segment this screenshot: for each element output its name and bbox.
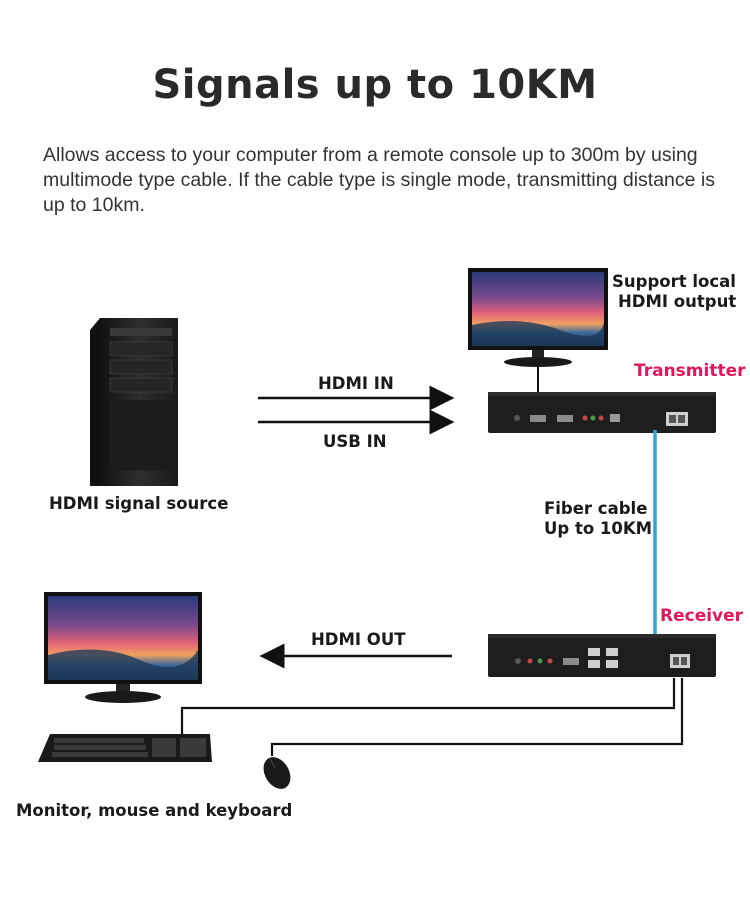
mouse-cable: [270, 678, 684, 756]
hdmi-in-label: HDMI IN: [318, 374, 394, 393]
keyboard-icon: [38, 734, 212, 762]
fiber-cable-label: Fiber cable Up to 10KM: [544, 499, 653, 538]
keyboard-cable: [180, 678, 676, 734]
mouse-icon: [263, 757, 291, 789]
receiver-label: Receiver: [660, 606, 744, 626]
support-local-label: Support local HDMI output: [612, 272, 737, 311]
page-title: Signals up to 10KM: [152, 62, 598, 108]
computer-tower-icon: [90, 318, 178, 486]
usb-in-label: USB IN: [323, 432, 387, 451]
transmitter-box-icon: [488, 392, 716, 433]
fiber-port-icon: [666, 412, 688, 426]
transmitter-label: Transmitter: [634, 361, 746, 381]
receiver-box-icon: [488, 634, 716, 677]
monitor-icon: [44, 592, 202, 703]
hdmi-source-label: HDMI signal source: [49, 494, 229, 513]
peripherals-label: Monitor, mouse and keyboard: [16, 801, 293, 820]
description: Allows access to your computer from a re…: [43, 144, 715, 216]
monitor-icon: [468, 268, 608, 367]
hdmi-out-label: HDMI OUT: [311, 630, 406, 649]
